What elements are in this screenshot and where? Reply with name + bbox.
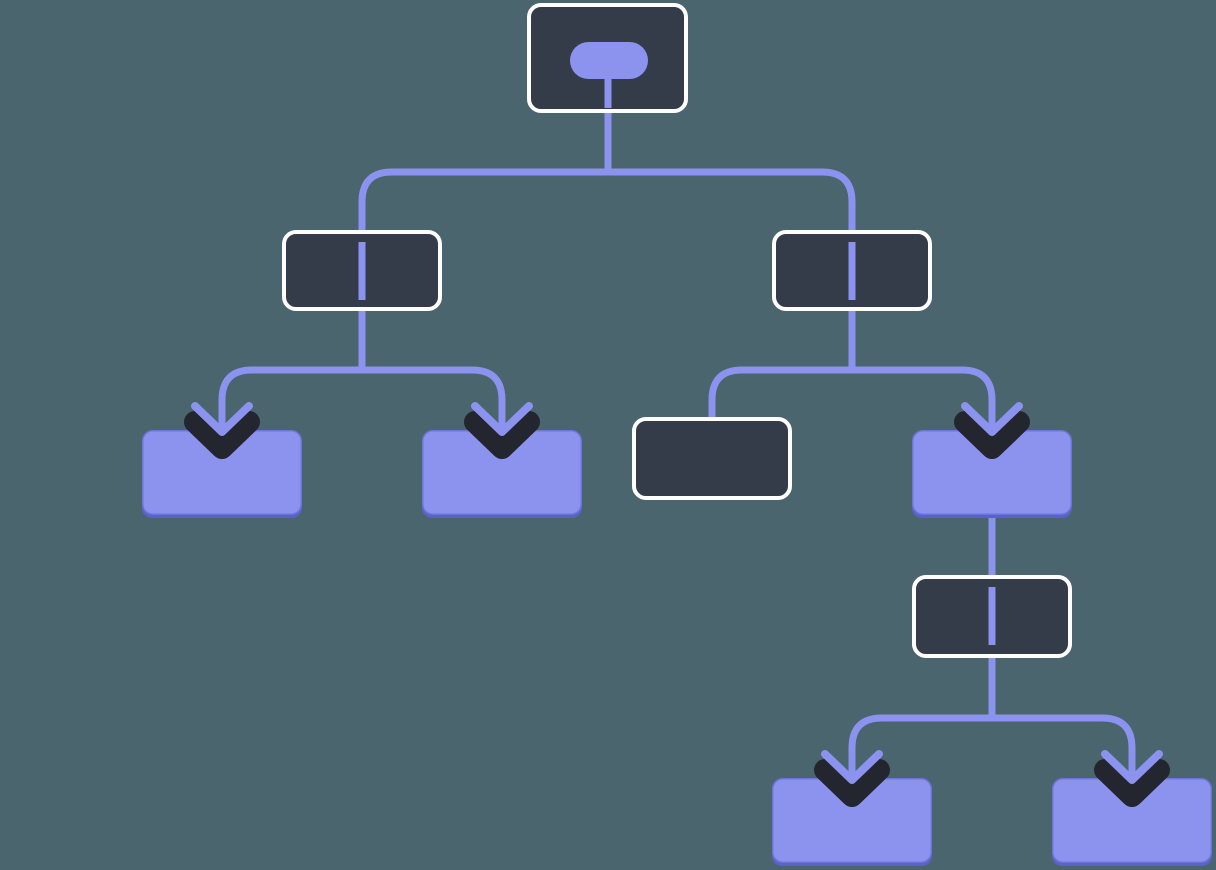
arrowhead-chevron <box>821 750 883 784</box>
arrowhead-chevron <box>1094 759 1170 807</box>
node-n1-dark[interactable] <box>282 230 442 311</box>
arrowhead-chevron <box>464 411 540 459</box>
edge-layer <box>218 113 1136 790</box>
node-pill-icon <box>570 42 648 79</box>
node-n7-dark[interactable] <box>912 575 1072 658</box>
edge-n1-to-n4[interactable] <box>358 311 506 442</box>
arrowhead-chevron <box>961 402 1023 436</box>
arrowhead-layer <box>184 402 1170 807</box>
arrowhead-chevron <box>954 411 1030 459</box>
node-n9-purple[interactable] <box>1052 778 1212 866</box>
edge-n0-to-n2[interactable] <box>604 113 856 230</box>
node-n6-purple[interactable] <box>912 430 1072 518</box>
arrowhead-a1 <box>464 402 540 459</box>
edge-n2-to-n5[interactable] <box>708 311 856 417</box>
node-n4-purple[interactable] <box>422 430 582 518</box>
arrowhead-chevron <box>1101 750 1163 784</box>
arrowhead-a2 <box>954 402 1030 459</box>
node-n8-purple[interactable] <box>772 778 932 866</box>
edge-n1-to-n3[interactable] <box>218 311 366 442</box>
arrowhead-chevron <box>184 411 260 459</box>
node-body <box>632 417 792 500</box>
edge-n0-to-n1[interactable] <box>358 113 612 230</box>
node-n0-dark[interactable] <box>527 3 688 113</box>
arrowhead-a3 <box>814 750 890 807</box>
arrowhead-chevron <box>814 759 890 807</box>
node-n3-purple[interactable] <box>142 430 302 518</box>
arrowhead-a0 <box>184 402 260 459</box>
node-n5-dark[interactable] <box>632 417 792 500</box>
node-layer <box>142 3 1212 866</box>
arrowhead-a4 <box>1094 750 1170 807</box>
node-n2-dark[interactable] <box>772 230 932 311</box>
arrowhead-chevron <box>471 402 533 436</box>
edge-n2-to-n6[interactable] <box>848 311 996 442</box>
arrowhead-chevron <box>191 402 253 436</box>
edge-n7-to-n9[interactable] <box>988 658 1136 790</box>
edge-n7-to-n8[interactable] <box>848 658 996 790</box>
